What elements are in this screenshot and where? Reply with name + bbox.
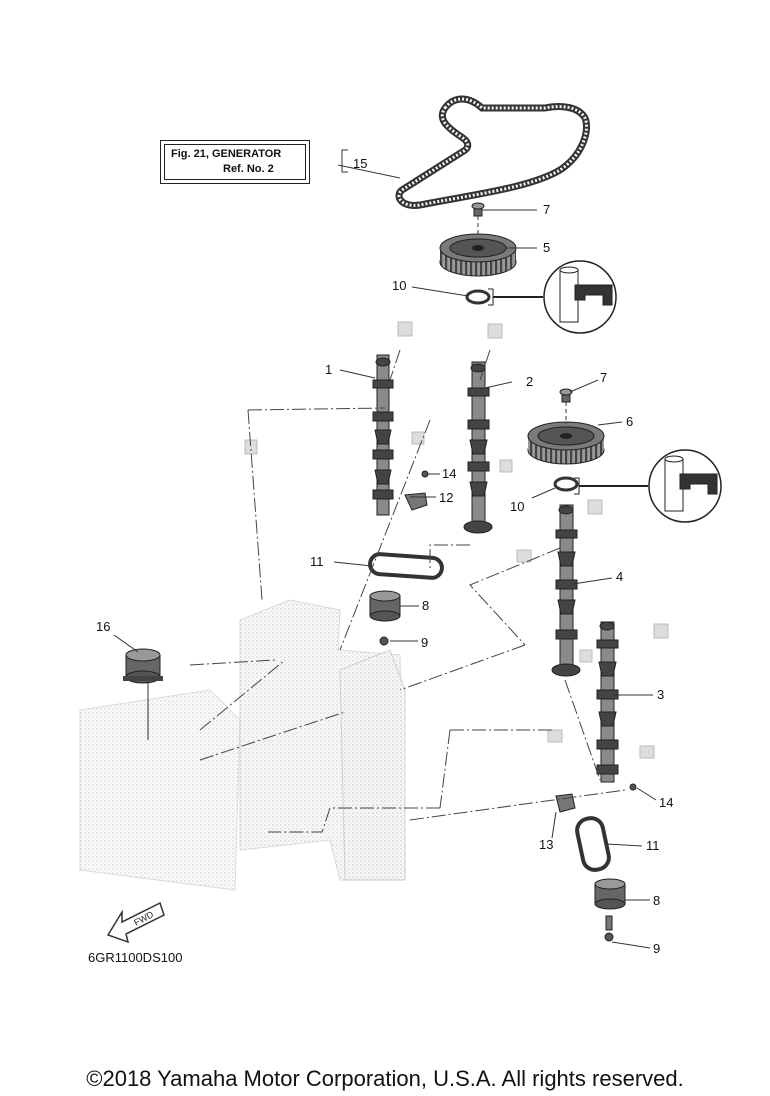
callout-7-lower: 7 xyxy=(600,370,608,385)
reference-box-title: Fig. 21, GENERATOR xyxy=(171,148,282,160)
bolt-14-upper xyxy=(421,470,429,478)
camshaft-1 xyxy=(372,354,394,516)
reference-box-ref: Ref. No. 2 xyxy=(223,163,274,175)
callout-9-lower: 9 xyxy=(653,941,661,956)
engine-block-right xyxy=(339,649,406,881)
callout-15: 15 xyxy=(353,156,368,171)
leader-lines xyxy=(113,149,657,949)
camshaft-sprocket-lower xyxy=(527,421,605,465)
dash-dot-lines xyxy=(189,349,626,833)
tensioner-8-lower xyxy=(594,878,626,910)
callout-10-lower: 10 xyxy=(510,499,525,514)
bolt-14-lower xyxy=(629,783,637,791)
callout-8-upper: 8 xyxy=(422,598,430,613)
small-parts-faded xyxy=(244,321,669,759)
idler-pulley-16 xyxy=(123,648,163,684)
callout-1: 1 xyxy=(325,362,333,377)
tensioner-8-upper xyxy=(369,590,401,622)
camshaft-4 xyxy=(551,504,581,677)
oil-seal-detail-upper xyxy=(488,260,617,334)
timing-chain-lower xyxy=(575,816,611,872)
exploded-parts-diagram: FWD xyxy=(79,95,722,949)
bolt-9-upper xyxy=(379,636,389,646)
engine-block-left xyxy=(79,689,241,891)
callout-8-lower: 8 xyxy=(653,893,661,908)
camshaft-sprocket-upper xyxy=(439,233,517,277)
callout-11-upper: 11 xyxy=(310,554,324,569)
chain-guide-12 xyxy=(404,492,428,511)
camshaft-2 xyxy=(463,361,493,534)
drive-belt xyxy=(395,95,591,209)
callout-7-upper: 7 xyxy=(543,202,551,217)
bolt-9-lower xyxy=(604,915,614,942)
callout-9-upper: 9 xyxy=(421,635,429,650)
callout-14-upper: 14 xyxy=(442,466,457,481)
camshaft-3 xyxy=(596,621,619,783)
callout-16: 16 xyxy=(96,619,111,634)
oil-seal-lower xyxy=(553,476,579,492)
chain-guide-13 xyxy=(555,793,576,813)
diagram-code: 6GR1100DS100 xyxy=(88,950,183,965)
oil-seal-upper xyxy=(465,289,491,305)
timing-chain-upper xyxy=(368,552,444,580)
copyright-notice: ©2018 Yamaha Motor Corporation, U.S.A. A… xyxy=(86,1066,684,1091)
fwd-arrow: FWD xyxy=(106,901,165,944)
callout-4: 4 xyxy=(616,569,624,584)
callout-10-upper: 10 xyxy=(392,278,407,293)
callout-13: 13 xyxy=(539,837,554,852)
callout-11-lower: 11 xyxy=(646,838,660,853)
callout-12: 12 xyxy=(439,490,454,505)
callout-3: 3 xyxy=(657,687,665,702)
oil-seal-detail-lower xyxy=(574,449,722,523)
callout-2: 2 xyxy=(526,374,534,389)
callout-6: 6 xyxy=(626,414,634,429)
callout-5: 5 xyxy=(543,240,551,255)
callout-14-lower: 14 xyxy=(659,795,674,810)
reference-box: Fig. 21, GENERATOR Ref. No. 2 xyxy=(160,140,310,184)
sprocket-bolt-lower xyxy=(559,388,573,403)
